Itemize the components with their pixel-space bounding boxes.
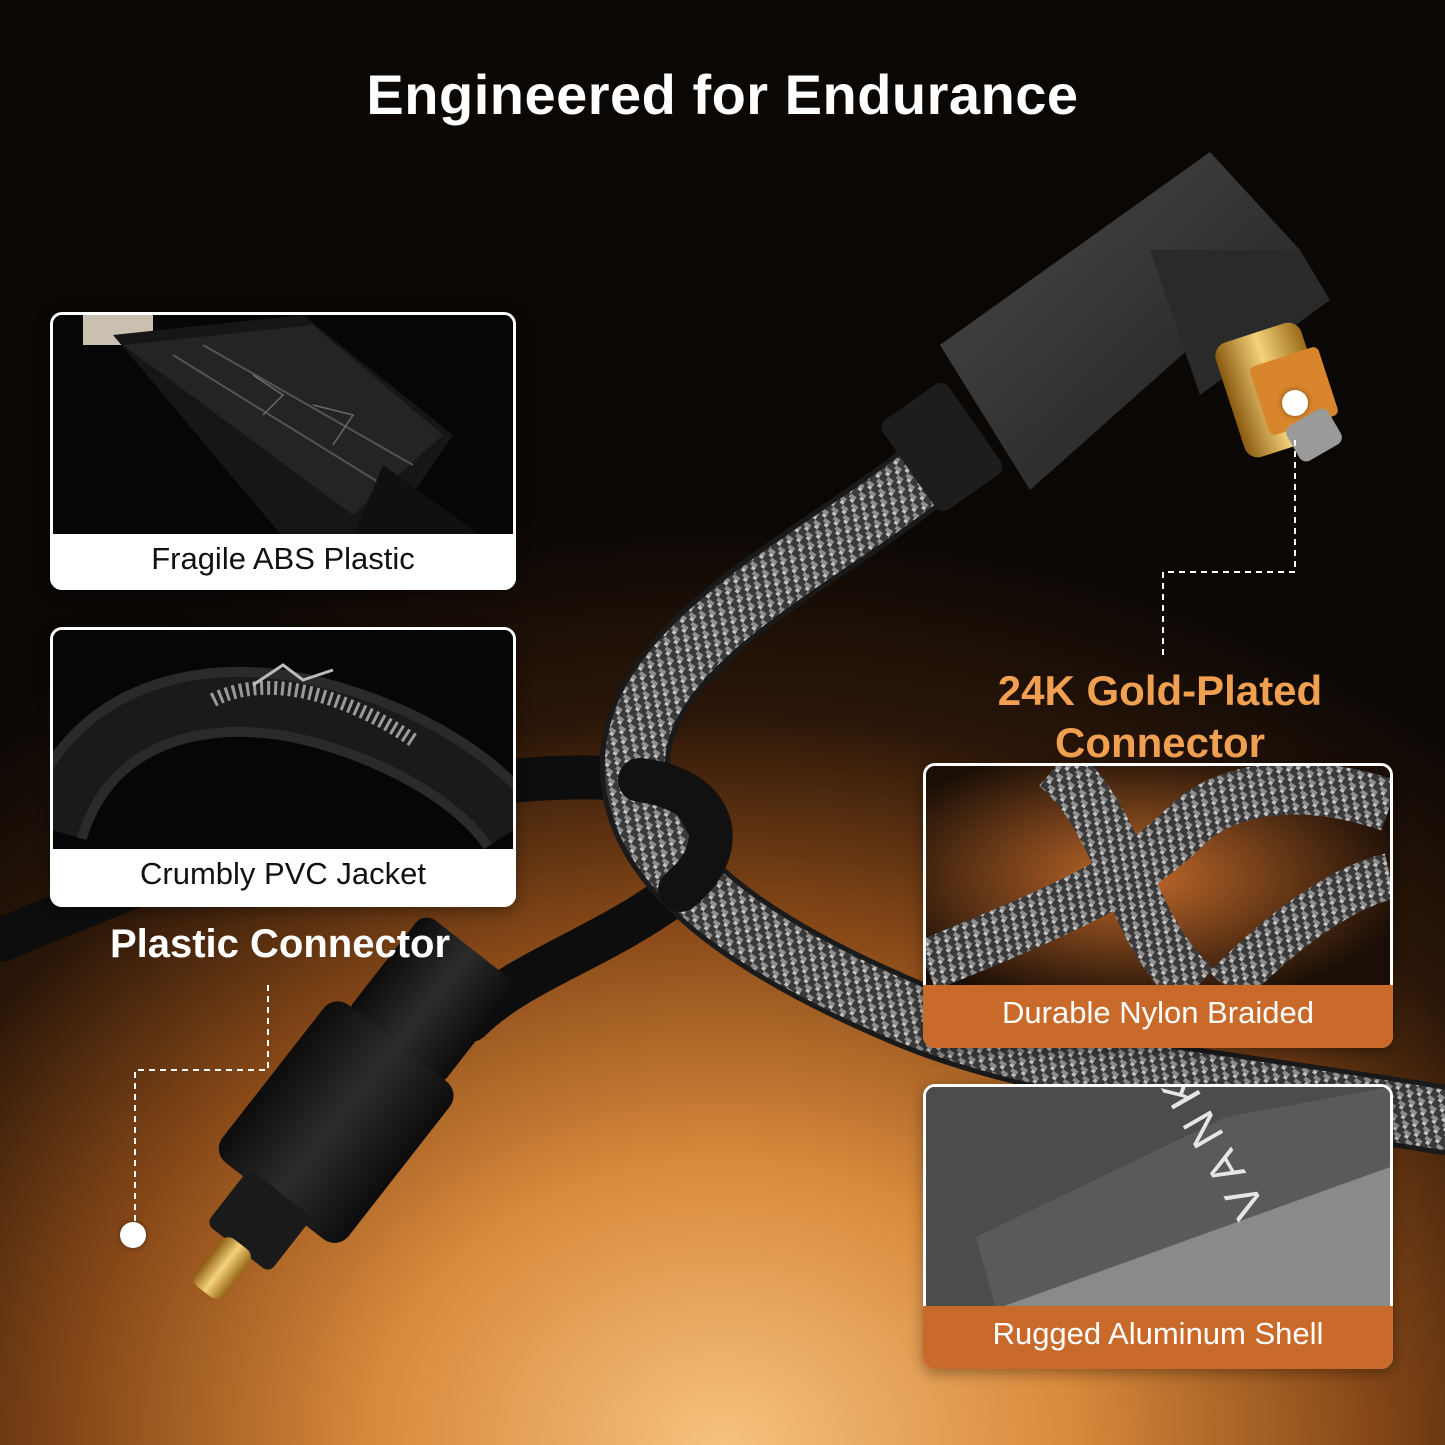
fragile-abs-caption: Fragile ABS Plastic (50, 534, 516, 590)
nylon-braided-caption: Durable Nylon Braided (923, 985, 1393, 1048)
plastic-connector-marker (120, 1222, 146, 1248)
aluminum-shell-caption: Rugged Aluminum Shell (923, 1306, 1393, 1369)
panel-fragile-abs: Fragile ABS Plastic (50, 312, 516, 590)
plastic-toslink-connector (193, 917, 514, 1299)
gold-connector-marker (1282, 390, 1308, 416)
crumbly-pvc-photo (53, 630, 513, 852)
aluminum-shell-photo: VANKY (926, 1087, 1390, 1309)
nylon-braided-photo (926, 766, 1390, 988)
crumbly-pvc-caption: Crumbly PVC Jacket (50, 849, 516, 907)
panel-aluminum-shell: VANKY Rugged Aluminum Shell (923, 1084, 1393, 1369)
gold-connector-label: 24K Gold-Plated Connector (960, 665, 1360, 769)
panel-nylon-braided: Durable Nylon Braided (923, 763, 1393, 1048)
gold-connector-line2: Connector (1055, 719, 1265, 766)
fragile-abs-photo (53, 315, 513, 537)
panel-crumbly-pvc: Crumbly PVC Jacket (50, 627, 516, 907)
right-angle-connector (881, 152, 1342, 512)
plastic-connector-label: Plastic Connector (109, 922, 451, 966)
page-title: Engineered for Endurance (366, 63, 1079, 126)
gold-connector-line1: 24K Gold-Plated (997, 667, 1323, 714)
